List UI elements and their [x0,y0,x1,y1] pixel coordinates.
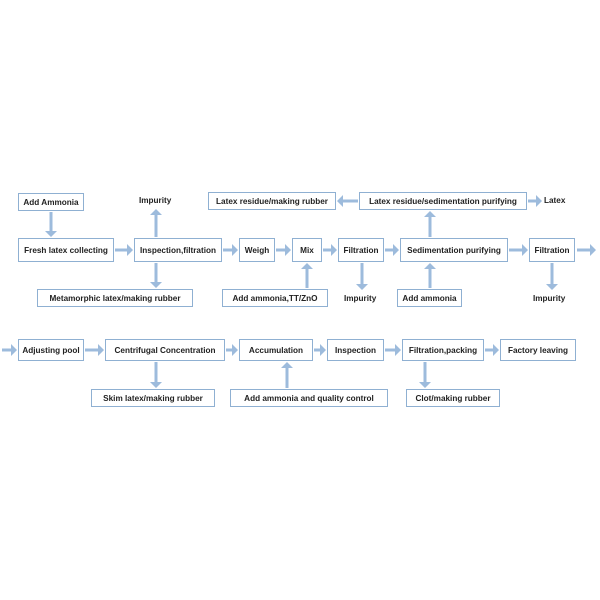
impurity-top-label: Impurity [139,196,172,205]
inspection-filtration-box: Inspection,filtration [134,238,222,262]
arrow-sedimentation-to-residue [424,211,436,237]
arrow-filtration-packing-to-factory [485,344,499,356]
add-ammonia-top-box: Add Ammonia [18,193,84,211]
arrow-mix-to-filtration [323,244,337,256]
impurity-right-label: Impurity [533,294,566,303]
add-ammonia-bottom-box: Add ammonia [397,289,462,307]
skim-latex-box: Skim latex/making rubber [91,389,215,407]
weigh-box: Weigh [239,238,275,262]
arrow-filtration2-to-impurity [546,263,558,290]
latex-residue-sedimentation-box: Latex residue/sedimentation purifying [359,192,527,210]
arrow-quality-to-accumulation [281,362,293,388]
latex-residue-making-box: Latex residue/making rubber [208,192,336,210]
factory-leaving-box: Factory leaving [500,339,576,361]
accumulation-box: Accumulation [239,339,313,361]
arrow-additive-to-mix [301,263,313,288]
metamorphic-latex-box: Metamorphic latex/making rubber [37,289,193,307]
arrow-filtration-out [577,244,596,256]
arrow-inspection-to-metamorphic [150,263,162,288]
arrow-inspection-to-impurity [150,209,162,237]
arrow-fresh-to-inspection [115,244,133,256]
arrow-add-ammonia-down [45,212,57,237]
adjusting-pool-box: Adjusting pool [18,339,84,361]
arrow-filtration-to-sedimentation [385,244,399,256]
arrow-filtration-to-impurity [356,263,368,290]
arrow-add-ammonia-to-sedimentation [424,263,436,288]
inspection-box: Inspection [327,339,384,361]
filtration-1-box: Filtration [338,238,384,262]
filtration-packing-box: Filtration,packing [402,339,484,361]
latex-right-label: Latex [544,196,566,205]
impurity-mid-label: Impurity [344,294,377,303]
arrow-accumulation-to-inspection [314,344,326,356]
clot-making-box: Clot/making rubber [406,389,500,407]
fresh-latex-box: Fresh latex collecting [18,238,114,262]
arrow-residue-to-latex [528,195,542,207]
centrifugal-concentration-box: Centrifugal Concentration [105,339,225,361]
arrow-adjusting-to-centrifugal [85,344,104,356]
arrow-residue-to-making [337,195,358,207]
arrow-inspection-to-weigh [223,244,238,256]
arrow-centrifugal-to-skim [150,362,162,388]
arrow-sedimentation-to-filtration [509,244,528,256]
mix-box: Mix [292,238,322,262]
arrow-inspection-to-filtration-packing [385,344,401,356]
add-ammonia-tt-zno-box: Add ammonia,TT/ZnO [222,289,328,307]
arrow-centrifugal-to-accumulation [226,344,238,356]
arrow-weigh-to-mix [276,244,291,256]
arrow-in-to-adjusting [2,344,17,356]
arrow-packing-to-clot [419,362,431,388]
arrow-layer [2,195,596,388]
sedimentation-purifying-box: Sedimentation purifying [400,238,508,262]
filtration-2-box: Filtration [529,238,575,262]
add-ammonia-quality-box: Add ammonia and quality control [230,389,388,407]
